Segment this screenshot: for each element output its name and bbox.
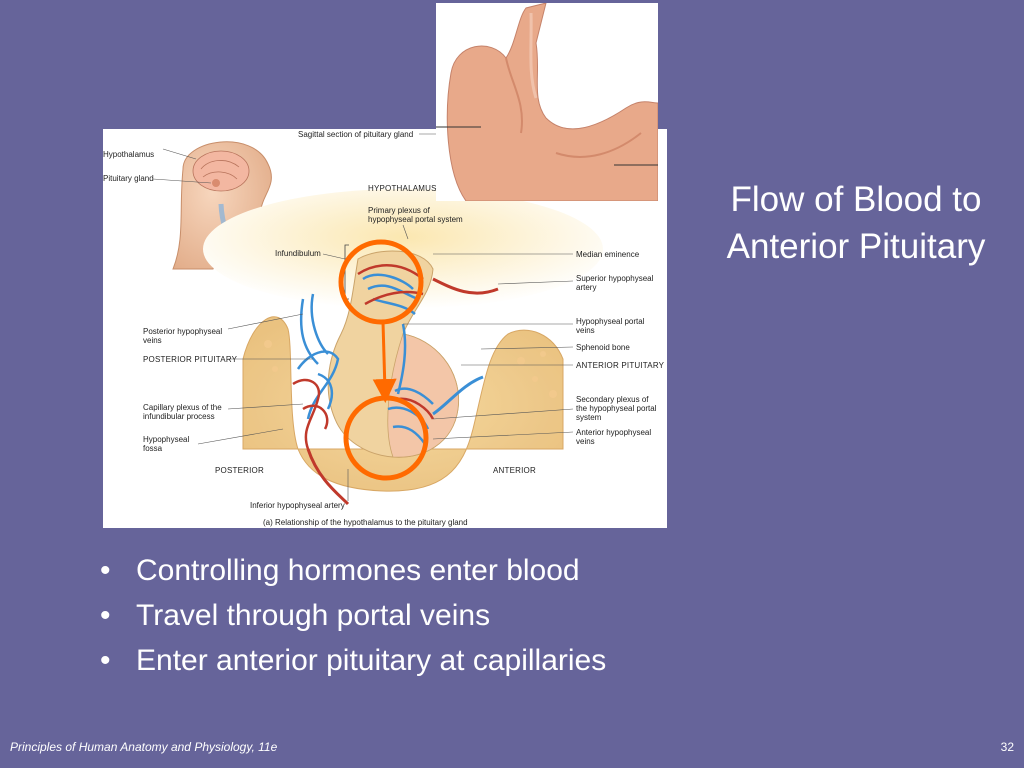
label-anterior: ANTERIOR — [493, 466, 536, 475]
leader-lines — [197, 133, 574, 501]
tissue-image — [436, 3, 658, 201]
bullet-text: Travel through portal veins — [136, 599, 491, 632]
label-portal-veins-1: Hypophyseal portal — [576, 317, 645, 326]
label-secondary-2: the hypophyseal portal — [576, 404, 657, 413]
label-infundibulum: Infundibulum — [275, 249, 321, 258]
label-median-eminence: Median eminence — [576, 250, 640, 259]
bullet-text: Controlling hormones enter blood — [136, 554, 580, 587]
label-posterior-pituitary: POSTERIOR PITUITARY — [143, 355, 238, 364]
label-fossa-2: fossa — [143, 444, 163, 453]
bullet-list: • Controlling hormones enter blood • Trave… — [100, 548, 606, 683]
label-hypothalamus-small: Hypothalamus — [103, 150, 154, 159]
label-anterior-pituitary: ANTERIOR PITUITARY — [576, 361, 665, 370]
sphenoid-bone — [242, 316, 564, 492]
bullet-marker: • — [100, 599, 111, 632]
label-anterior-veins-2: veins — [576, 437, 595, 446]
sagittal-section-photo — [436, 3, 658, 201]
label-hypothalamus: HYPOTHALAMUS — [368, 184, 437, 193]
bullet-marker: • — [100, 644, 111, 677]
label-posterior-veins-2: veins — [143, 336, 162, 345]
slide-title-line-2: Anterior Pituitary — [726, 227, 986, 266]
label-primary-plexus-2: hypophyseal portal system — [368, 215, 463, 224]
label-secondary-3: system — [576, 413, 602, 422]
label-posterior: POSTERIOR — [215, 466, 264, 475]
label-sphenoid-bone: Sphenoid bone — [576, 343, 630, 352]
page-number: 32 — [1000, 740, 1014, 754]
bullet-marker: • — [100, 554, 111, 587]
bullet-item: • Controlling hormones enter blood — [100, 548, 606, 593]
label-fossa-1: Hypophyseal — [143, 435, 189, 444]
label-anterior-veins-1: Anterior hypophyseal — [576, 428, 651, 437]
diagram-caption: (a) Relationship of the hypothalamus to … — [263, 518, 468, 527]
slide-title: Flow of Blood to Anterior Pituitary — [700, 176, 1012, 270]
highlight-circle-primary — [338, 239, 424, 325]
label-posterior-veins-1: Posterior hypophyseal — [143, 327, 222, 336]
slide-title-line-1: Flow of Blood to — [730, 180, 982, 219]
label-sagittal: Sagittal section of pituitary gland — [298, 130, 413, 139]
pituitary-diagram-svg: Sagittal section of pituitary gland Hypo… — [103, 130, 665, 527]
label-inferior-artery: Inferior hypophyseal artery — [250, 501, 345, 510]
label-superior-artery-1: Superior hypophyseal — [576, 274, 654, 283]
blood-vessels — [292, 264, 499, 506]
bullet-item: • Enter anterior pituitary at capillaries — [100, 638, 606, 683]
label-secondary-1: Secondary plexus of — [576, 395, 649, 404]
bullet-item: • Travel through portal veins — [100, 593, 606, 638]
label-primary-plexus-1: Primary plexus of — [368, 206, 431, 215]
label-capillary-2: infundibular process — [143, 412, 215, 421]
label-portal-veins-2: veins — [576, 326, 595, 335]
label-superior-artery-2: artery — [576, 283, 596, 292]
bullet-text: Enter anterior pituitary at capillaries — [136, 644, 607, 677]
footer-source: Principles of Human Anatomy and Physiolo… — [10, 740, 278, 754]
label-capillary-1: Capillary plexus of the — [143, 403, 222, 412]
highlight-arrow — [372, 321, 397, 403]
label-pituitary-gland: Pituitary gland — [103, 174, 154, 183]
